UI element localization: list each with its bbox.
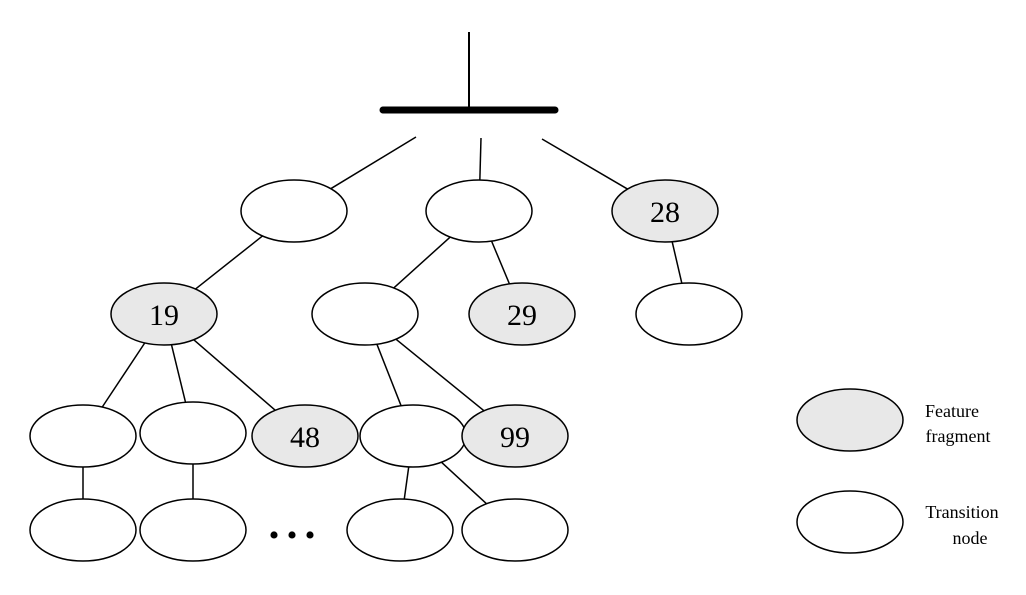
transition-node-n8 [29, 404, 137, 468]
transition-node-n1 [240, 179, 348, 243]
node-ellipse [635, 282, 743, 346]
node-label: 28 [650, 196, 680, 229]
transition-node-n5 [311, 282, 419, 346]
legend-feature-swatch [796, 388, 904, 452]
legend-feature-label-line2: fragment [926, 426, 991, 446]
transition-node-n15 [346, 498, 454, 562]
node-ellipse [110, 282, 218, 346]
feature-fragment-node-n10: 48 [251, 404, 359, 468]
feature-fragment-node-n6: 29 [468, 282, 576, 346]
node-ellipse [468, 282, 576, 346]
transition-node-n16 [461, 498, 569, 562]
node-ellipse [346, 498, 454, 562]
edge-n2-n6 [490, 240, 511, 285]
feature-fragment-node-n4: 19 [110, 282, 218, 346]
node-ellipse [461, 498, 569, 562]
transition-node-n9 [139, 401, 247, 465]
node-ellipse [139, 401, 247, 465]
transition-node-n13 [29, 498, 137, 562]
node-ellipse [425, 179, 533, 243]
edge-n3-n7 [671, 241, 683, 284]
node-ellipse [240, 179, 348, 243]
ellipsis-dots: • • • [269, 519, 316, 552]
edge-n4-n10 [193, 339, 276, 411]
node-label: 48 [290, 421, 320, 454]
legend-transition-label-line1: Transition [925, 502, 998, 522]
edge-n5-n12 [395, 338, 485, 412]
node-label: 19 [149, 299, 179, 332]
edge-n4-n9 [170, 344, 187, 403]
node-ellipse [251, 404, 359, 468]
node-label: 29 [507, 299, 537, 332]
edge-n2-n5 [393, 236, 451, 289]
edge-n11-n15 [403, 466, 410, 500]
node-ellipse [29, 404, 137, 468]
edge-root-n2 [479, 137, 482, 181]
nodes-layer: 28 19 29 48 99 [29, 179, 743, 562]
legend-transition-label-line2: node [953, 528, 988, 548]
node-ellipse [29, 498, 137, 562]
feature-fragment-node-n3: 28 [611, 179, 719, 243]
node-ellipse [359, 404, 467, 468]
transition-node-n14 [139, 498, 247, 562]
edge-n4-n8 [101, 342, 146, 408]
edge-n1-n4 [195, 235, 263, 290]
node-ellipse [139, 498, 247, 562]
edge-n5-n11 [376, 343, 402, 407]
legend: Feature fragment Transition node [796, 388, 999, 554]
edge-n11-n16 [440, 461, 488, 505]
node-ellipse [461, 404, 569, 468]
legend-transition-swatch [796, 490, 904, 554]
feature-fragment-node-n12: 99 [461, 404, 569, 468]
transition-node-n7 [635, 282, 743, 346]
node-ellipse [611, 179, 719, 243]
transition-node-n11 [359, 404, 467, 468]
legend-feature-label-line1: Feature [925, 401, 979, 421]
edge-root-n3 [541, 138, 628, 190]
node-ellipse [311, 282, 419, 346]
edges-layer [82, 136, 683, 505]
node-label: 99 [500, 421, 530, 454]
transition-node-n2 [425, 179, 533, 243]
edge-root-n1 [330, 136, 417, 190]
